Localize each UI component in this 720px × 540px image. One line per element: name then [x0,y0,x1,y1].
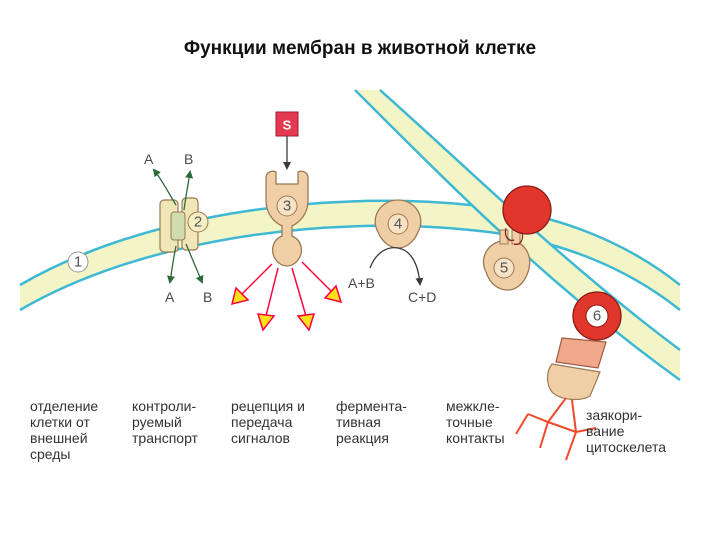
marker-4 [387,213,409,235]
label-b-bottom: B [203,289,212,305]
signal-transmission-arrows [230,261,343,332]
caption-enzymatic: фермента- тивная реакция [336,398,407,446]
marker-1-number: 1 [74,254,82,271]
enzyme-reaction-arrow [369,246,424,286]
marker-5 [493,257,515,279]
anchor-protein [546,291,622,401]
caption-barrier: отделение клетки от внешней среды [30,398,99,462]
marker-6-number: 6 [593,308,601,325]
marker-5-number: 5 [500,260,508,277]
label-b-top: B [184,151,193,167]
label-a-plus-b: A+B [348,275,375,291]
marker-2 [187,211,209,233]
caption-transport: контроли- руемый транспорт [132,398,198,446]
marker-3-number: 3 [283,198,291,215]
neighbor-contact-protein [502,185,552,245]
label-a-bottom: A [165,289,175,305]
cytoskeleton-filaments [515,397,597,461]
marker-4-number: 4 [394,216,402,233]
marker-1 [67,251,89,273]
signal-label: S [283,118,292,133]
transport-arrow-b-out [183,170,194,211]
label-c-plus-d: C+D [408,289,436,305]
transport-arrow-b-in [185,243,204,284]
signal-box: S [275,111,299,137]
transport-arrow-a-in [167,245,177,284]
caption-anchoring: заякори- вание цитоскелета [586,407,667,455]
page-title: Функции мембран в животной клетке [183,38,537,59]
caption-reception: рецепция и передача сигналов [231,398,305,446]
receptor-protein [265,170,309,267]
marker-3 [276,195,298,217]
caption-contacts: межкле- точные контакты [446,398,505,446]
label-a-top: A [144,151,154,167]
marker-6 [585,304,609,328]
transport-arrow-a-out [152,168,177,206]
marker-2-number: 2 [194,214,202,231]
